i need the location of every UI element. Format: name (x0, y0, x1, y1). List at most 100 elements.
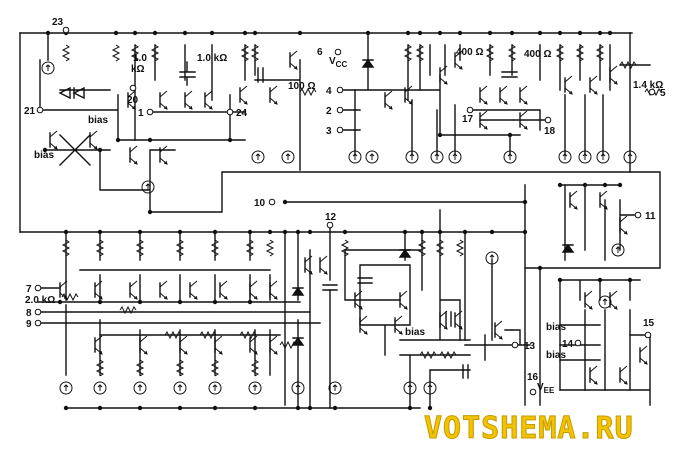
transistor (129, 145, 138, 165)
pin-17-label: 17 (462, 114, 474, 125)
junction-dot (295, 229, 301, 235)
diode-23-a (72, 86, 85, 100)
r-100-label: 100 Ω (288, 81, 315, 92)
current-source-arrow (63, 384, 69, 391)
transistor-arrow (623, 380, 628, 385)
transistor-arrow (523, 125, 528, 130)
current-source (611, 243, 625, 257)
resistor (245, 239, 255, 257)
transistor-legs (384, 90, 393, 110)
pin-4: 4 (326, 86, 344, 97)
junction-dot (209, 30, 215, 36)
transistor (499, 85, 508, 105)
vee-label: VEE (537, 382, 555, 395)
pin-5: 5 (648, 88, 666, 99)
current-source (41, 61, 55, 75)
current-source (133, 381, 147, 395)
transistor-arrow (188, 105, 193, 110)
transistor (89, 130, 98, 150)
junction-dot (462, 229, 468, 235)
capacitor-3 (501, 71, 518, 78)
junction-dot (45, 30, 51, 36)
resistor (199, 330, 217, 340)
pin-4-label: 4 (326, 86, 332, 97)
junction-dot (307, 229, 313, 235)
transistor-arrow (293, 65, 298, 70)
junction-dot (177, 299, 183, 305)
signal-wiring (37, 44, 651, 409)
pin-7: 7 (26, 284, 42, 295)
transistor-arrow (218, 350, 223, 355)
supply-rails (19, 32, 661, 409)
diode-center (398, 248, 412, 258)
junction-dot (137, 299, 143, 305)
transistor-legs (129, 145, 138, 165)
transistor-legs (584, 290, 593, 310)
transistor-arrow (403, 305, 408, 310)
current-source-body (208, 381, 222, 395)
current-source-body (173, 381, 187, 395)
transistor-legs (179, 335, 188, 355)
junction-dot (417, 30, 423, 36)
transistor-legs (619, 365, 628, 385)
transistor-legs (394, 315, 403, 335)
transistor (269, 85, 278, 105)
r-1k4-label: 1.4 kΩ (633, 80, 663, 91)
resistor (279, 340, 297, 350)
pin-8-label: 8 (26, 308, 32, 319)
resistor (419, 350, 437, 360)
junction-dot (97, 229, 103, 235)
capacitor-5 (357, 277, 373, 284)
pin-18-label: 18 (544, 126, 556, 137)
junction-dot (537, 265, 543, 271)
current-source (251, 150, 265, 164)
resistor (61, 44, 71, 62)
transistor-legs (609, 290, 618, 310)
current-source (328, 381, 342, 395)
component-labels: 1.0 kΩ 1.0 kΩ 100 Ω 400 Ω 400 Ω 1.4 kΩ 2… (25, 47, 663, 361)
transistor-legs (159, 280, 168, 300)
pin-20: 20 (127, 84, 139, 106)
pin-13: 13 (511, 341, 536, 352)
current-source (208, 381, 222, 395)
current-source-body (611, 243, 625, 257)
diode-bl-b (291, 336, 305, 346)
resistors (61, 44, 662, 377)
junction-dot (307, 405, 313, 411)
resistor (61, 292, 79, 302)
junction-dot (282, 229, 288, 235)
transistor-legs (94, 280, 103, 300)
pin-12: 12 (325, 212, 337, 229)
pin-6-vcc: 6 VCC (317, 47, 347, 69)
resistor (435, 239, 445, 257)
transistor-arrow (483, 125, 488, 130)
pin-12-label: 12 (325, 212, 337, 223)
transistor-legs (439, 65, 448, 85)
pin-23-label: 23 (52, 17, 64, 28)
transistor (599, 190, 608, 210)
pins: 23 21 20 1 24 6 VCC 4 2 (24, 17, 666, 396)
junction-dot (252, 30, 258, 36)
resistor (265, 239, 275, 257)
junction-dot (487, 30, 493, 36)
transistor-arrow (163, 105, 168, 110)
junction-dot (57, 299, 63, 305)
transistor-legs (599, 190, 608, 210)
transistor-arrow (593, 380, 598, 385)
junction-dot (297, 30, 303, 36)
current-source (623, 150, 637, 164)
junction-dot (365, 30, 371, 36)
transistor-arrow (458, 65, 463, 70)
transistor (439, 65, 448, 85)
current-source-arrow (177, 384, 183, 391)
current-source-body (598, 295, 612, 309)
transistor (564, 75, 573, 95)
resistor (455, 239, 465, 257)
transistor-legs (454, 50, 463, 70)
junction-dot (522, 229, 528, 235)
transistor-legs (589, 365, 598, 385)
current-source (365, 150, 379, 164)
resistor (119, 305, 137, 315)
resistor (135, 239, 145, 257)
junction-dot (252, 405, 258, 411)
